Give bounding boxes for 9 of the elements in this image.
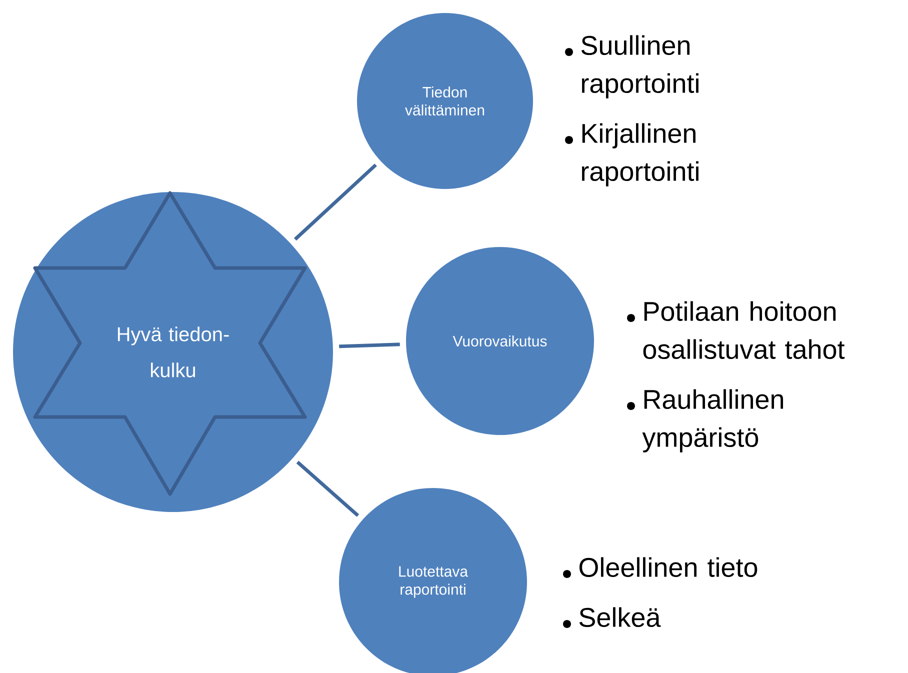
bullet-item: Selkeä: [563, 607, 661, 628]
bullet-item: Potilaan hoitoon osallistuvat tahot: [627, 301, 845, 360]
bullet-item: Kirjallinen raportointi: [565, 123, 698, 186]
bullet-item: Oleellinen tieto: [563, 557, 758, 578]
connector-line: [294, 164, 377, 241]
bullet-item: Rauhallinen ympäristö: [627, 389, 784, 452]
connector-line: [339, 342, 400, 348]
bullet-item: Suullinen raportointi: [565, 35, 698, 98]
connector-line: [296, 460, 360, 517]
